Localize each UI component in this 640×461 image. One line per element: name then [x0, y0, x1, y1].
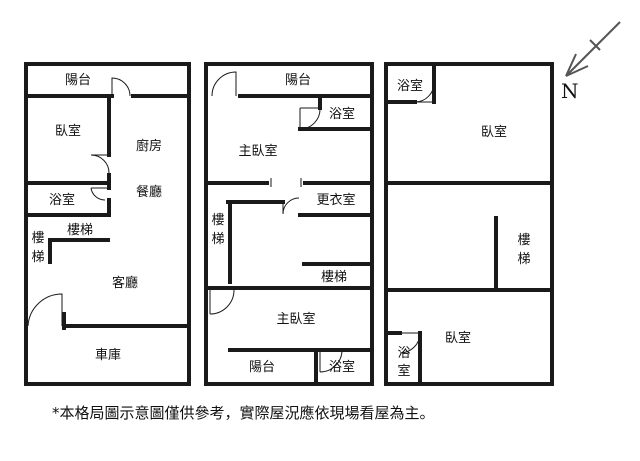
door-swing — [299, 107, 321, 130]
room-label: 主臥室 — [276, 311, 315, 327]
disclaimer-note: *本格局圖示意圖僅供參考，實際屋況應依現場看屋為主。 — [52, 404, 435, 422]
room-label: 梯 — [517, 252, 530, 267]
floor-1: 陽台 臥室 廚房 餐廳 浴室 樓梯 樓 梯 客廳 車庫 — [24, 62, 191, 386]
room-label: 車庫 — [95, 348, 121, 363]
door-swing — [90, 187, 109, 201]
door-swing — [211, 71, 237, 97]
floor-2-outline — [204, 62, 374, 386]
door-swing — [319, 349, 343, 373]
door-swing — [111, 77, 131, 97]
room-label: 浴 — [397, 346, 410, 361]
north-label: N — [561, 79, 579, 103]
door-swing — [90, 154, 110, 174]
room-label: 廚房 — [136, 138, 162, 154]
room-label: 樓 — [517, 233, 530, 248]
compass-arrowhead-icon — [565, 53, 589, 77]
room-label: 樓梯 — [321, 270, 347, 285]
room-label: 室 — [397, 363, 410, 379]
door-swing — [399, 332, 421, 354]
room-label: 梯 — [31, 250, 44, 265]
door-swing — [27, 293, 63, 327]
floor-3-outline — [384, 62, 554, 386]
compass-tick-icon — [589, 39, 601, 51]
floor-plan: 陽台 臥室 廚房 餐廳 浴室 樓梯 樓 梯 客廳 車庫 — [24, 21, 621, 386]
floor-3: 浴室 臥室 樓 梯 臥室 浴 室 — [384, 62, 554, 386]
room-label: 餐廳 — [136, 184, 162, 200]
room-label: 浴室 — [329, 359, 355, 375]
compass: N — [561, 21, 621, 103]
room-label: 臥室 — [481, 124, 507, 140]
door-swing — [282, 197, 300, 215]
room-label: 浴室 — [49, 192, 75, 208]
room-label: 客廳 — [112, 275, 138, 291]
floor-1-outline — [24, 62, 191, 386]
floor-2: 陽台 浴室 主臥室 更衣室 樓 梯 樓梯 主臥室 陽台 浴室 — [204, 62, 374, 386]
room-label: 陽台 — [285, 73, 311, 88]
room-label: 梯 — [211, 232, 224, 247]
room-label: 臥室 — [445, 330, 471, 346]
room-label: 臥室 — [55, 123, 81, 139]
room-label: 樓 — [31, 231, 44, 246]
room-label: 浴室 — [397, 78, 423, 94]
compass-arrow-icon — [565, 21, 621, 77]
room-label: 樓梯 — [67, 223, 93, 238]
room-label: 陽台 — [65, 73, 91, 88]
room-label: 更衣室 — [316, 192, 355, 208]
door-swing — [414, 82, 435, 103]
room-label: 樓 — [211, 213, 224, 228]
door-swing — [209, 288, 235, 315]
room-label: 陽台 — [249, 360, 275, 375]
room-label: 主臥室 — [238, 143, 277, 159]
room-label: 浴室 — [329, 106, 355, 122]
